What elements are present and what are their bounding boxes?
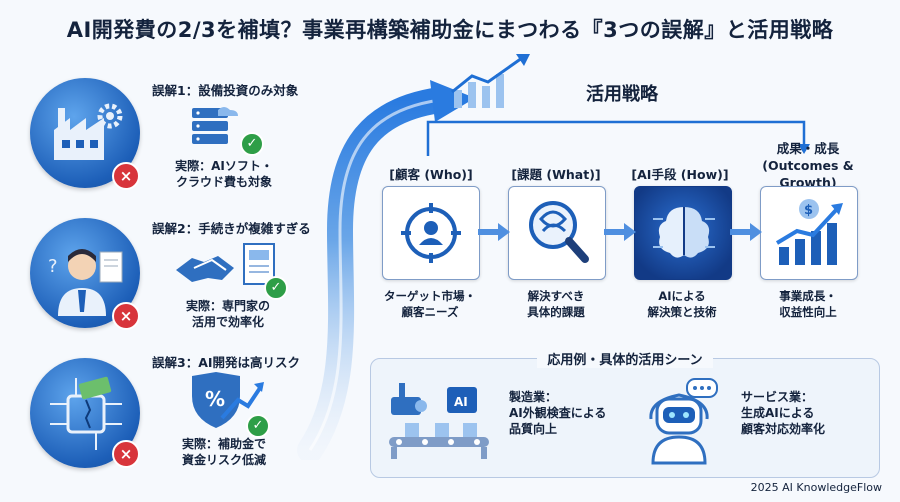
footer-credit: 2025 AI KnowledgeFlow [750,481,882,494]
flow-arrow-icon [478,223,510,241]
step-2-desc: 解決すべき 具体的課題 [527,289,585,319]
magnifier-knot-icon [529,201,589,263]
circuit-money-icon [50,376,122,450]
step-3-desc: AIによる 解決策と技術 [647,289,717,319]
application-2-text: サービス業： 生成AIによる 顧客対応効率化 [741,390,826,436]
step-1-desc: ターゲット市場・ 顧客ニーズ [384,289,476,319]
step-2-label: [課題 (What)] [511,167,601,182]
step-4-label: 成果・成長 (Outcomes & Growth) [762,141,854,190]
misconception-3-title: 誤解3：AI開発は高リスク [152,355,301,370]
robot-support-icon [649,378,718,465]
correct-badge-icon: ✓ [246,414,270,438]
page-title: AI開発費の2/3を補填？事業再構築補助金にまつわる『3つの誤解』と活用戦略 [66,18,834,42]
correct-badge-icon: ✓ [264,276,288,300]
step-4-desc: 事業成長・ 収益性向上 [779,289,837,319]
factory-gears-icon [54,103,123,160]
wrong-badge-icon: × [112,302,140,330]
swoosh-arrow-icon [297,80,475,460]
svg-text:%: % [205,387,225,411]
wrong-badge-icon: × [112,440,140,468]
target-person-icon [401,203,461,263]
misconception-1-title: 誤解1：設備投資のみ対象 [152,83,299,98]
application-1-text: 製造業： AI外観検査による 品質向上 [509,390,607,436]
brain-chip-icon [653,207,715,258]
misconception-2-title: 誤解2：手続きが複雑すぎる [152,221,311,236]
ai-inspection-camera-icon: AI [389,383,489,459]
step-3-box [634,186,732,280]
strategy-bracket [426,120,810,156]
misconception-2-fact: 実際：専門家の 活用で効率化 [185,299,270,329]
misconception-1-fact: 実際：AIソフト・ クラウド費も対象 [175,159,273,189]
svg-text:$: $ [804,203,813,218]
shield-percent-icon: % [192,372,264,428]
step-4-box: $ [760,186,858,280]
rising-chart-icon [451,54,530,108]
step-3-label: [AI手段 (How)] [631,167,729,182]
confused-person-icon: ? [48,249,123,316]
misconception-3-fact: 実際：補助金で 資金リスク低減 [181,437,266,467]
svg-text:AI: AI [454,395,468,409]
applications-panel: 応用例・具体的活用シーン AI 製造業： AI外観検査による 品質向上 サービス… [370,353,880,478]
svg-text:?: ? [48,256,58,277]
applications-title: 応用例・具体的活用シーン [537,353,713,368]
step-1-label: [顧客 (Who)] [389,167,473,182]
misconception-1-illustration [30,78,140,188]
server-cloud-icon [192,107,238,144]
strategy-label: 活用戦略 [586,84,658,105]
correct-badge-icon: ✓ [240,132,264,156]
handshake-document-icon [176,243,275,285]
growth-chart-icon: $ [775,199,843,265]
flow-arrow-icon [730,223,762,241]
flow-arrow-icon [604,223,636,241]
step-2-box [508,186,606,280]
step-1-box [382,186,480,280]
wrong-badge-icon: × [112,162,140,190]
